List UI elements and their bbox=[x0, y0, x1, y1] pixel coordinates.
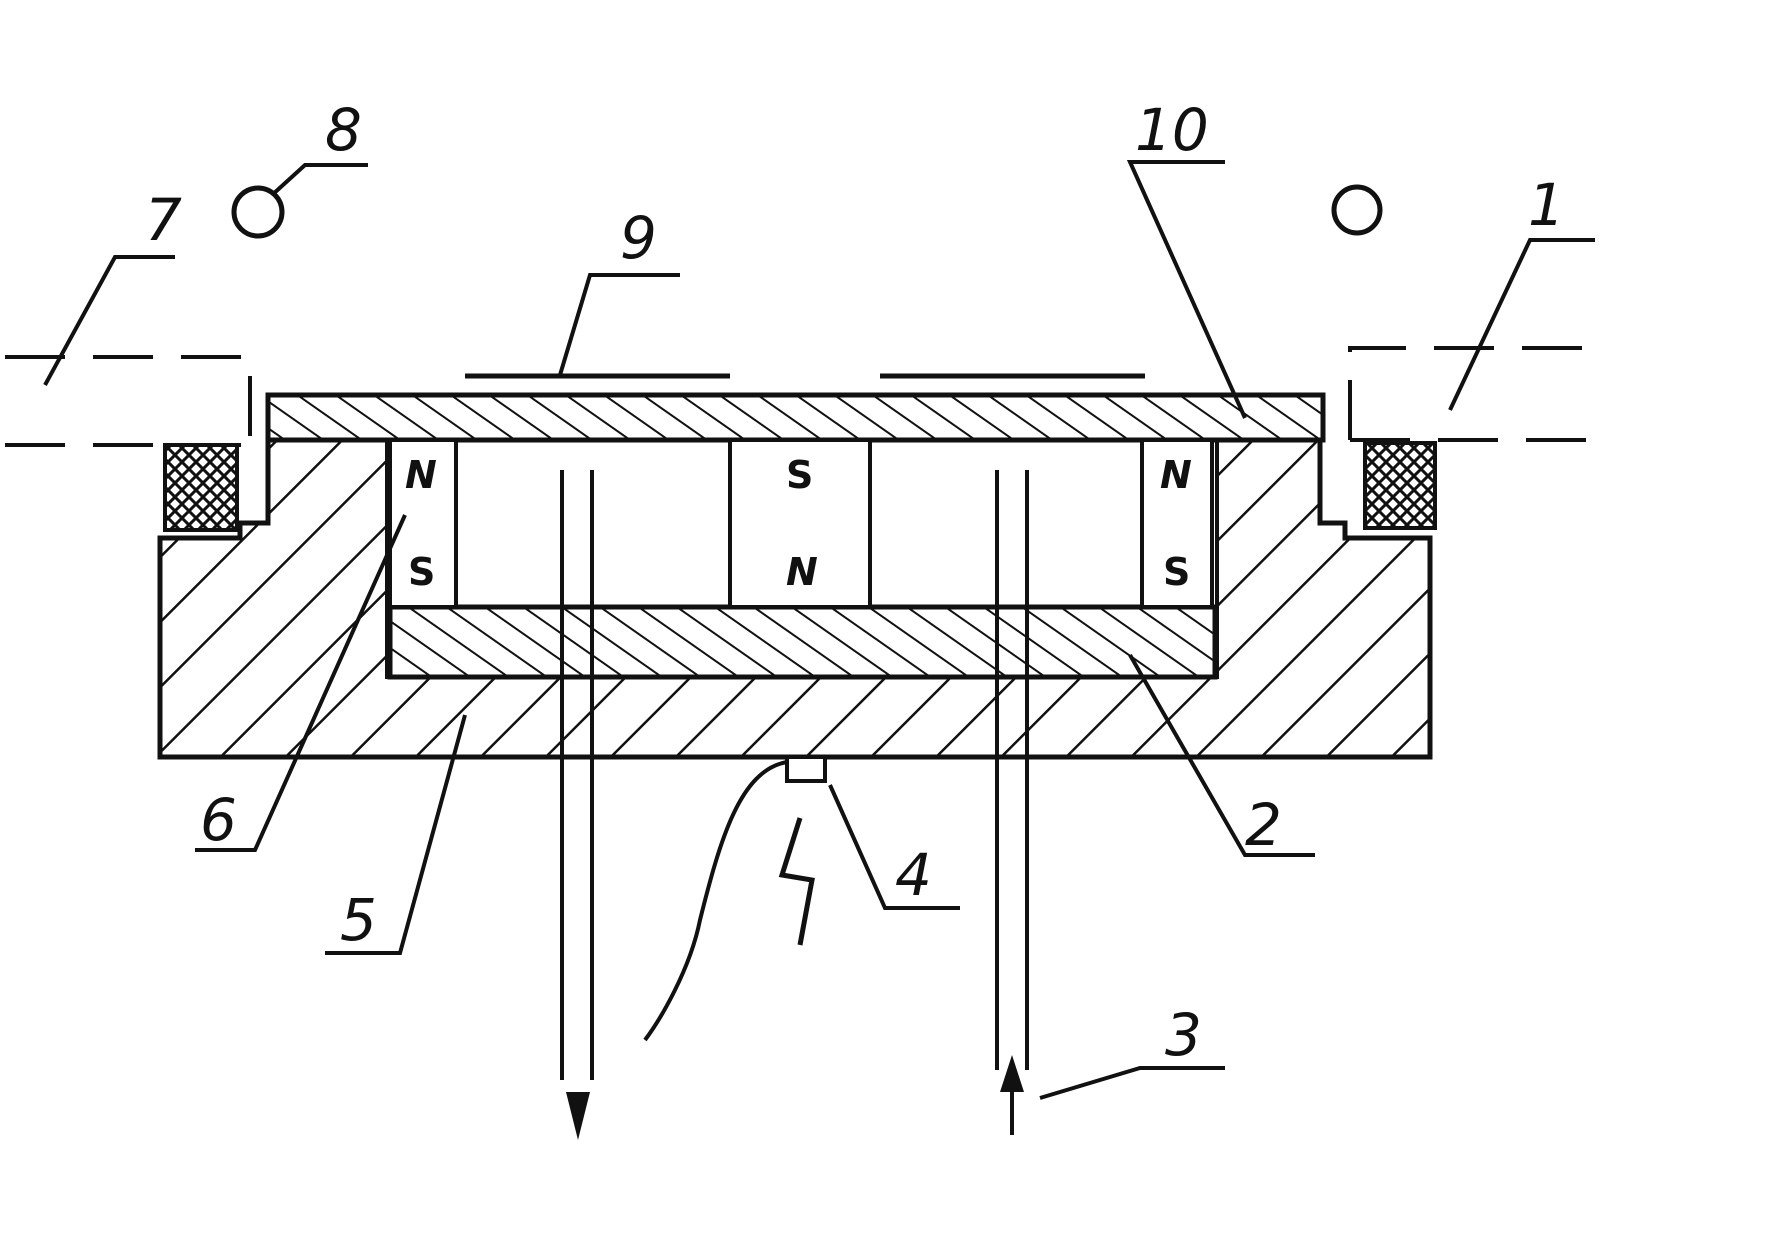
outlet-arrow-icon bbox=[566, 1092, 590, 1140]
label-6: 6 bbox=[200, 786, 237, 854]
seal-left bbox=[163, 443, 239, 532]
pole-left-top: N bbox=[405, 453, 437, 497]
circle-right bbox=[1331, 184, 1383, 236]
pole-left-bottom: S bbox=[408, 550, 435, 594]
magnet-right bbox=[1140, 438, 1214, 609]
leader-lines bbox=[43, 160, 1595, 1100]
electric-lightning-icon bbox=[778, 817, 815, 946]
outlet-pipe bbox=[560, 470, 594, 1080]
label-1: 1 bbox=[1528, 171, 1565, 239]
base-plate bbox=[387, 604, 1218, 680]
magnet-center bbox=[728, 438, 872, 609]
sensor bbox=[785, 755, 827, 783]
frame-dashed-left bbox=[5, 355, 252, 447]
top-plate bbox=[265, 392, 1326, 443]
label-9: 9 bbox=[620, 204, 657, 272]
pole-center-top: S bbox=[786, 453, 813, 497]
label-5: 5 bbox=[340, 886, 377, 954]
magnet-left bbox=[388, 438, 458, 609]
seal-right bbox=[1363, 441, 1437, 530]
label-3: 3 bbox=[1165, 1001, 1202, 1069]
pole-center-bottom: N bbox=[786, 550, 818, 594]
frame-dashed-right bbox=[1348, 346, 1605, 442]
label-7: 7 bbox=[145, 186, 182, 254]
circle-left bbox=[231, 185, 285, 239]
label-2: 2 bbox=[1245, 791, 1282, 859]
pole-right-top: N bbox=[1160, 453, 1192, 497]
sensor-wire bbox=[643, 760, 788, 1042]
label-8: 8 bbox=[325, 96, 362, 164]
label-4: 4 bbox=[895, 841, 932, 909]
label-10: 10 bbox=[1135, 96, 1209, 164]
inlet-arrow-icon bbox=[1000, 1055, 1024, 1092]
pole-right-bottom: S bbox=[1163, 550, 1190, 594]
inlet-pipe bbox=[995, 470, 1029, 1070]
